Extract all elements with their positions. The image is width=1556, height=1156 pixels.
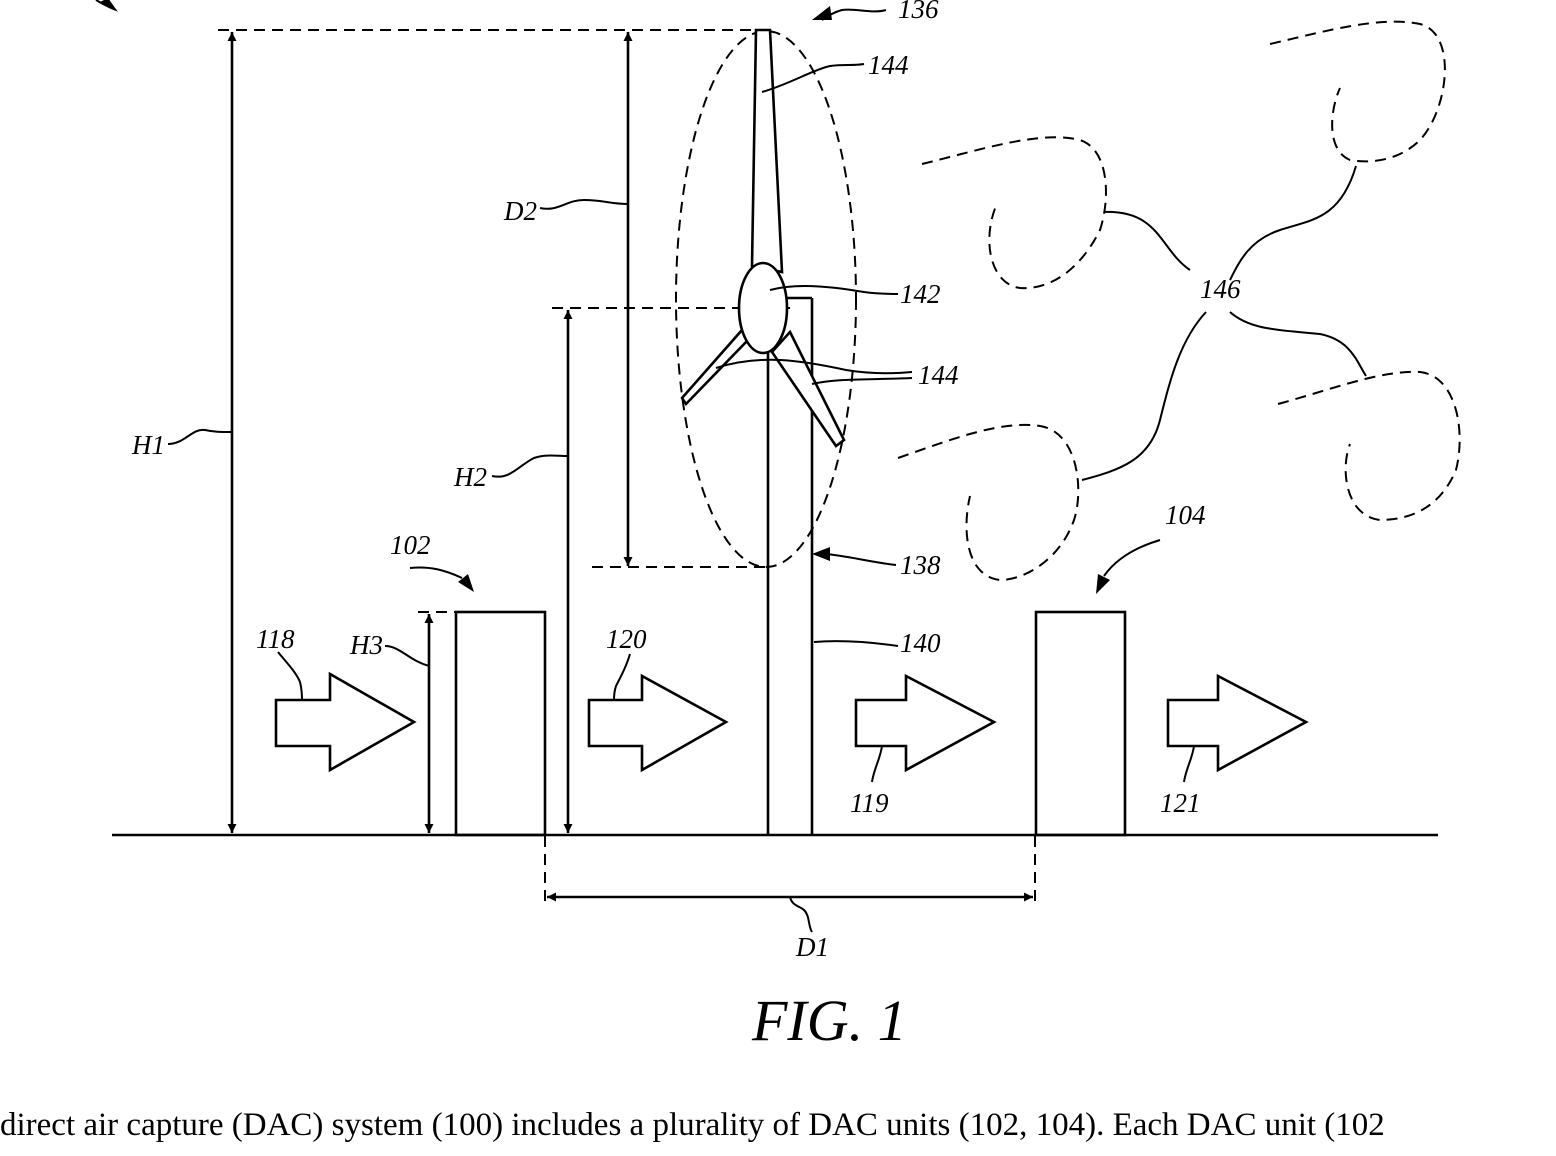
turbine-hub (739, 263, 898, 353)
label-104: 104 (1165, 500, 1206, 530)
label-136: 136 (898, 0, 939, 24)
label-h1: H1 (131, 430, 165, 460)
corner-leader (96, 0, 118, 12)
label-d1: D1 (795, 932, 829, 962)
label-h2: H2 (453, 462, 487, 492)
label-118: 118 (256, 624, 295, 654)
caption-text: direct air capture (DAC) system (100) in… (0, 1102, 1556, 1148)
label-144-bottom: 144 (918, 360, 959, 390)
airflow-arrow-118 (276, 652, 414, 770)
airflow-arrow-119 (856, 676, 994, 782)
label-146: 146 (1200, 274, 1241, 304)
label-120: 120 (606, 624, 647, 654)
caption-line-1: direct air capture (DAC) system (100) in… (0, 1102, 1556, 1148)
label-142: 142 (900, 279, 941, 309)
h1-dimension (168, 30, 760, 833)
figure-label: FIG. 1 (751, 988, 907, 1053)
h3-dimension (385, 612, 458, 833)
label-d2: D2 (503, 196, 537, 226)
label-h3: H3 (349, 630, 383, 660)
d1-dimension (545, 836, 1035, 932)
label-140: 140 (900, 628, 941, 658)
airflow-arrow-121 (1168, 676, 1306, 782)
label-144-top: 144 (868, 50, 909, 80)
turbine-blades (682, 30, 912, 446)
d2-dimension (540, 32, 770, 567)
wind-turbulence (898, 22, 1460, 580)
label-119: 119 (850, 788, 889, 818)
label-102: 102 (390, 530, 431, 560)
dac-unit-104 (1036, 540, 1160, 835)
label-121: 121 (1160, 788, 1201, 818)
label-138: 138 (900, 550, 941, 580)
airflow-arrow-120 (589, 654, 726, 770)
